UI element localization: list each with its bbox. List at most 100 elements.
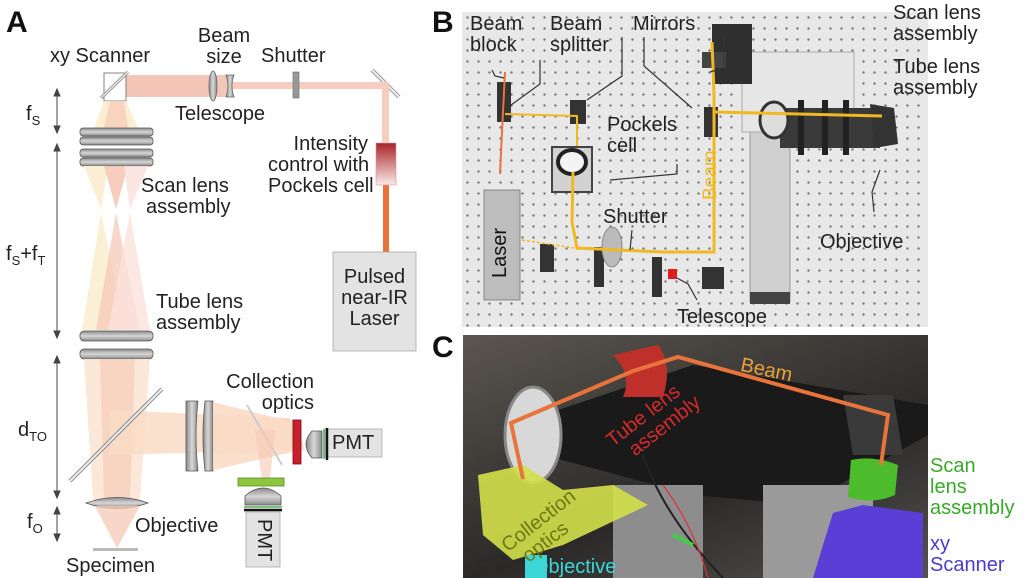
b-label-pockels-line2: cell bbox=[607, 135, 638, 157]
scan-lens-1 bbox=[79, 127, 154, 137]
beam-path-yellow-1 bbox=[504, 113, 578, 146]
panel-c-scene bbox=[478, 345, 928, 578]
label-pulsed-laser: Pulsed near-IR Laser bbox=[333, 267, 416, 330]
c-label-scan-lens-line1: Scan bbox=[930, 455, 976, 477]
b-label-tube-lens-line2: assembly bbox=[893, 77, 978, 99]
b-label-beam-splitter-line1: Beam bbox=[550, 13, 603, 35]
dim-fo-main: f bbox=[27, 511, 33, 533]
panel-a-letter: A bbox=[6, 6, 28, 39]
label-intensity-line3: Pockels cell bbox=[268, 175, 374, 197]
label-telescope: Telescope bbox=[175, 103, 266, 125]
green-emission-filter bbox=[237, 477, 285, 487]
b-label-beam-block: Beam block bbox=[470, 14, 522, 56]
scan-lens-3 bbox=[79, 148, 154, 158]
dim-dto: dTO bbox=[18, 420, 47, 447]
b-label-tube-lens: Tube lens assembly bbox=[893, 57, 980, 99]
dim-fs: fS bbox=[26, 104, 40, 131]
c-label-xy-line2: Scanner bbox=[930, 554, 1005, 576]
label-tube-lens-line1: Tube lens bbox=[156, 291, 244, 313]
label-collection-line2: optics bbox=[261, 392, 314, 414]
label-objective: Objective bbox=[135, 515, 219, 537]
label-shutter: Shutter bbox=[261, 45, 326, 67]
pmt-right-box bbox=[324, 428, 383, 458]
b-label-beam-block-line2: block bbox=[470, 34, 517, 56]
collection-lens-1 bbox=[185, 400, 199, 472]
label-collection-line1: Collection bbox=[226, 371, 314, 393]
b-label-scan-lens: Scan lens assembly bbox=[893, 3, 981, 45]
label-intensity-line2: control with bbox=[268, 154, 370, 176]
c-beam-path bbox=[508, 354, 891, 480]
dim-fs-ft-sub2: T bbox=[37, 253, 46, 268]
b-label-beam: Beam bbox=[700, 150, 721, 200]
c-label-scan-lens: Scan lens assembly bbox=[930, 456, 1014, 519]
dim-fs-sub: S bbox=[31, 113, 41, 128]
b-label-beam-splitter-line2: splitter bbox=[550, 34, 609, 56]
dim-fo: fO bbox=[27, 512, 43, 539]
dim-fs-ft-plus: + bbox=[20, 243, 32, 265]
c-collection-overlay bbox=[478, 465, 648, 560]
b-label-tube-lens-line1: Tube lens bbox=[893, 56, 981, 78]
dim-fs-ft-main1: f bbox=[6, 243, 12, 265]
b-label-pockels-line1: Pockels bbox=[607, 114, 678, 136]
beam-path-yellow-2 bbox=[570, 41, 716, 254]
panel-b-setup-photo: Beam Laser bbox=[462, 12, 928, 327]
pmt-bottom-box bbox=[245, 511, 281, 568]
label-scan-lens-assembly: Scan lens assembly bbox=[141, 176, 230, 218]
c-xy-scanner-overlay bbox=[813, 505, 923, 578]
label-tube-lens-line2: assembly bbox=[156, 312, 241, 334]
beam-wide-horizontal bbox=[126, 75, 229, 97]
label-beam-size-line1: Beam bbox=[197, 25, 251, 47]
label-laser-line3: Laser bbox=[349, 308, 400, 330]
label-xy-scanner: xy Scanner bbox=[50, 45, 151, 67]
c-label-scan-lens-line3: assembly bbox=[930, 497, 1015, 519]
label-scan-lens-line2: assembly bbox=[146, 196, 231, 218]
label-laser-line2: near-IR bbox=[341, 287, 408, 309]
dim-dto-sub: TO bbox=[29, 429, 47, 444]
label-pmt-bottom: PMT bbox=[253, 519, 275, 562]
c-label-objective: Objective bbox=[533, 556, 617, 578]
b-label-shutter: Shutter bbox=[603, 206, 668, 228]
c-tube-lens-overlay bbox=[613, 345, 667, 397]
collection-lens-2 bbox=[202, 400, 214, 472]
b-label-pockels-cell: Pockels cell bbox=[607, 115, 677, 157]
dimension-arrows bbox=[53, 87, 61, 543]
label-intensity-line1: Intensity bbox=[293, 133, 368, 155]
laser-beam-vertical bbox=[383, 175, 389, 255]
panel-c-microscope-photo: Beam Tube lens assembly Collection optic… bbox=[463, 335, 928, 578]
c-scan-lens-overlay bbox=[848, 458, 898, 501]
c-label-xy-line1: xy bbox=[930, 533, 950, 555]
tube-lens-2 bbox=[79, 348, 154, 360]
beam-narrow-horizontal bbox=[232, 82, 389, 89]
label-pmt-right: PMT bbox=[332, 432, 375, 454]
label-collection-optics: Collection optics bbox=[210, 372, 314, 414]
dim-fo-sub: O bbox=[32, 521, 43, 536]
b-label-scan-lens-line2: assembly bbox=[893, 23, 978, 45]
panel-b-scene bbox=[483, 24, 898, 304]
dim-fs-ft: fS+fT bbox=[6, 244, 45, 271]
specimen-slide bbox=[93, 548, 138, 551]
panel-a-optical-diagram bbox=[53, 68, 417, 568]
scan-lens-4 bbox=[79, 157, 154, 167]
telescope-concave-lens bbox=[225, 74, 235, 98]
beam-after-pockels bbox=[382, 86, 389, 143]
label-specimen: Specimen bbox=[66, 555, 155, 577]
pockels-cell bbox=[375, 142, 397, 186]
label-beam-size: Beam size bbox=[194, 26, 254, 68]
b-label-beam-block-line1: Beam bbox=[470, 13, 523, 35]
red-emission-filter bbox=[292, 419, 302, 465]
label-tube-lens-assembly: Tube lens assembly bbox=[156, 292, 243, 334]
c-objective-overlay bbox=[525, 555, 547, 578]
shutter-element bbox=[292, 71, 300, 99]
b-label-scan-lens-line1: Scan lens bbox=[893, 2, 981, 24]
dim-fs-ft-sub1: S bbox=[11, 253, 21, 268]
b-label-laser: Laser bbox=[489, 227, 511, 278]
label-intensity-control: Intensity control with Pockels cell bbox=[268, 133, 374, 197]
panel-b-letter: B bbox=[432, 6, 454, 39]
c-label-xy-scanner: xy Scanner bbox=[930, 534, 1005, 576]
telescope-convex-lens bbox=[208, 70, 218, 102]
telescope-red-marker bbox=[668, 269, 677, 279]
dim-dto-main: d bbox=[18, 419, 30, 441]
beam-path-orange bbox=[499, 71, 506, 175]
b-label-beam-splitter: Beam splitter bbox=[550, 14, 609, 56]
b-label-telescope: Telescope bbox=[677, 306, 768, 328]
